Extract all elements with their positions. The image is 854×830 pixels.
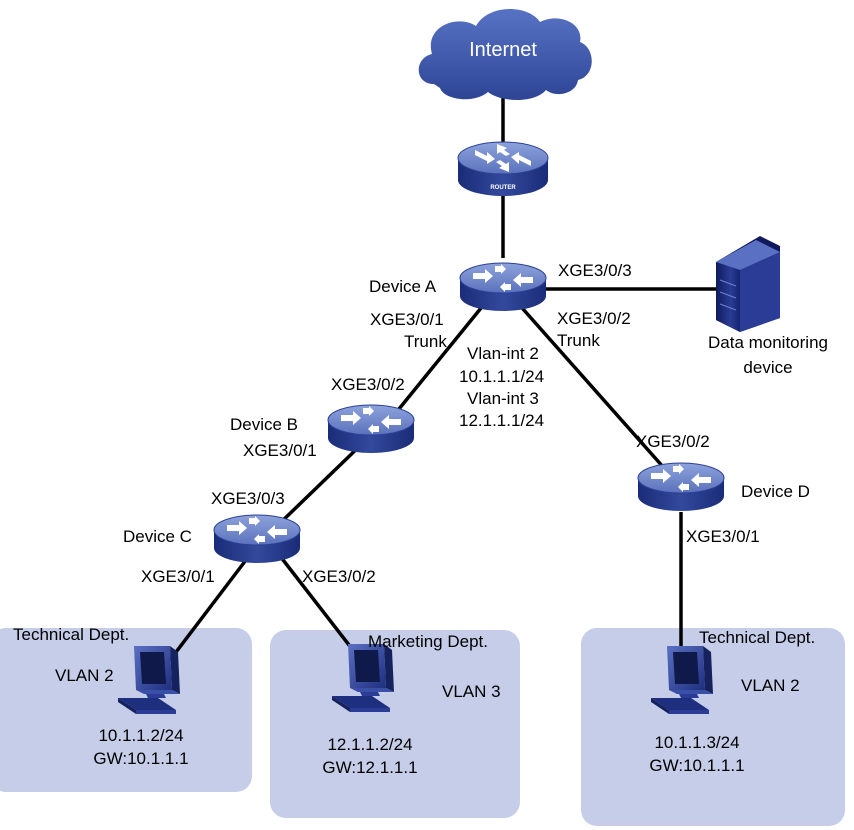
device-a-name: Device A bbox=[369, 277, 437, 296]
device-d-port-up: XGE3/0/2 bbox=[636, 432, 710, 451]
device-a-vlan-int-2-ip: 10.1.1.1/24 bbox=[459, 367, 544, 386]
host-3-ip: 10.1.1.3/24 bbox=[654, 733, 739, 752]
device-a-switch-icon bbox=[459, 262, 547, 312]
link-device-c-pc2 bbox=[278, 554, 358, 656]
router-icon: ROUTER bbox=[457, 141, 549, 197]
link-device-a-device-d bbox=[513, 298, 674, 479]
connections bbox=[168, 88, 718, 662]
zone-technical-left bbox=[0, 628, 252, 792]
device-d-switch-icon bbox=[637, 462, 725, 512]
device-a-vlan-int-3: Vlan-int 3 bbox=[467, 389, 539, 408]
host-2-dept: Marketing Dept. bbox=[368, 632, 488, 651]
host-3-dept: Technical Dept. bbox=[699, 628, 815, 647]
device-a-port-right: XGE3/0/3 bbox=[558, 261, 632, 280]
host-3-vlan: VLAN 2 bbox=[741, 676, 800, 695]
device-b-switch-icon bbox=[327, 404, 415, 454]
zone-marketing bbox=[270, 630, 520, 818]
host-1-dept: Technical Dept. bbox=[13, 625, 129, 644]
zone-technical-right bbox=[581, 628, 845, 826]
device-a-port-down-right: XGE3/0/2 bbox=[557, 309, 631, 328]
device-c-port-up: XGE3/0/3 bbox=[211, 489, 285, 508]
device-d-name: Device D bbox=[741, 482, 810, 501]
device-b-port-up: XGE3/0/2 bbox=[331, 375, 405, 394]
device-a-port-down-left-mode: Trunk bbox=[404, 332, 447, 351]
monitor-label-line1: Data monitoring bbox=[708, 333, 828, 352]
server-icon bbox=[716, 236, 780, 332]
device-c-name: Device C bbox=[123, 527, 192, 546]
link-device-a-device-b bbox=[388, 295, 492, 422]
device-a-vlan-int-3-ip: 12.1.1.1/24 bbox=[459, 411, 544, 430]
host-2-ip: 12.1.1.2/24 bbox=[327, 735, 412, 754]
link-device-b-device-c bbox=[274, 438, 368, 529]
router-badge: ROUTER bbox=[490, 185, 516, 191]
device-a-vlan-int-2: Vlan-int 2 bbox=[467, 344, 539, 363]
device-c-switch-icon bbox=[213, 514, 301, 564]
internet-cloud-icon: Internet bbox=[418, 8, 592, 101]
host-1-ip: 10.1.1.2/24 bbox=[98, 726, 183, 745]
device-c-port-left: XGE3/0/1 bbox=[141, 567, 215, 586]
device-c-port-right: XGE3/0/2 bbox=[302, 567, 376, 586]
host-2-gw: GW:12.1.1.1 bbox=[322, 758, 417, 777]
device-a-port-down-left: XGE3/0/1 bbox=[370, 310, 444, 329]
internet-label: Internet bbox=[469, 39, 537, 61]
device-a-port-down-right-mode: Trunk bbox=[557, 331, 600, 350]
host-1-gw: GW:10.1.1.1 bbox=[93, 749, 188, 768]
host-1-vlan: VLAN 2 bbox=[55, 666, 114, 685]
host-2-vlan: VLAN 3 bbox=[442, 682, 501, 701]
host-3-gw: GW:10.1.1.1 bbox=[649, 756, 744, 775]
device-d-port-down: XGE3/0/1 bbox=[686, 527, 760, 546]
device-b-port-down: XGE3/0/1 bbox=[243, 441, 317, 460]
monitor-label-line2: device bbox=[743, 358, 792, 377]
device-b-name: Device B bbox=[230, 415, 298, 434]
link-device-c-pc1 bbox=[168, 558, 248, 662]
